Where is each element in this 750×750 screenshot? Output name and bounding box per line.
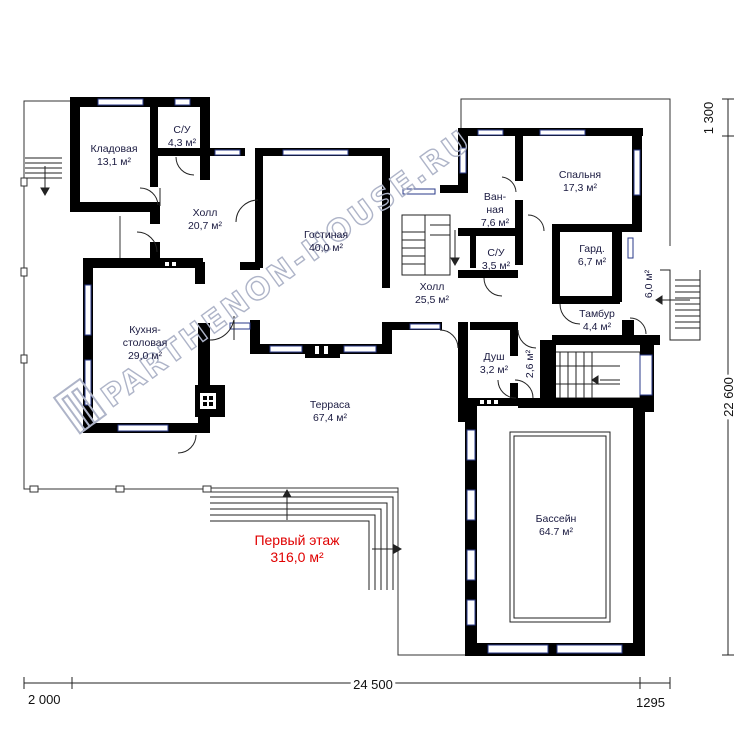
wc2-area: 3,5 м² [482,260,511,272]
windows [84,98,653,654]
stairs-bottom [210,488,403,590]
bedroom-area: 17,3 м² [563,182,598,194]
porch-name: Тамбур [579,308,615,320]
living-area: 40,0 м² [309,242,344,254]
bath-area: 7,6 м² [481,217,510,229]
dimension-right [722,98,734,656]
bedroom-name: Спальня [559,169,601,181]
storage-name: Кладовая [90,143,137,155]
stairs-left [25,157,62,197]
terrace-name: Терраса [310,399,350,411]
fireplace [165,262,498,409]
hall1-name: Холл [193,207,218,219]
small1-area: 2,6 м² [524,349,536,378]
floor-title: Первый этаж 316,0 м² [254,532,340,565]
hall2-area: 25,5 м² [415,294,450,306]
wardrobe-name: Гард. [579,243,605,255]
pool-area: 64.7 м² [539,526,574,538]
wc2-name: С/У [487,247,505,259]
small2-area: 6,0 м² [643,269,655,298]
wc1-area: 4,3 м² [168,137,197,149]
wc1-name: С/У [173,124,191,136]
porch-area: 4,4 м² [583,321,612,333]
kitchen-name-1: Кухня- [129,324,161,336]
hall2-name: Холл [420,281,445,293]
living-name: Гостиная [304,229,348,241]
terrace-area: 67,4 м² [313,412,348,424]
stairs-center [401,214,460,276]
kitchen-name-2: столовая [123,337,168,349]
kitchen-area: 29,0 м² [128,350,163,362]
stairs-right-entrance [655,269,701,341]
shower-area: 3,2 м² [480,364,509,376]
bath-name-2: ная [486,204,503,216]
dim-left-width: 2 000 [28,692,61,707]
doors [136,156,647,454]
floor-title-text: Первый этаж [254,532,340,548]
dim-total-height: 22 600 [721,377,736,417]
dim-right-width: 1295 [636,695,665,710]
pool-name: Бассейн [536,513,577,525]
outline-posts [20,177,212,493]
hall1-area: 20,7 м² [188,220,223,232]
bath-name-1: Ван- [484,191,507,203]
wardrobe-area: 6,7 м² [578,256,607,268]
floor-total-area: 316,0 м² [270,549,324,565]
dimension-bottom [23,677,671,689]
dim-total-width: 24 500 [353,677,393,692]
shower-name: Душ [483,351,504,363]
room-labels: Кладовая 13,1 м² С/У 4,3 м² Холл 20,7 м²… [90,124,655,538]
storage-area: 13,1 м² [97,156,132,168]
pool-basin [509,431,611,623]
dim-top-height: 1 300 [701,102,716,135]
stairs-pool [544,351,641,399]
